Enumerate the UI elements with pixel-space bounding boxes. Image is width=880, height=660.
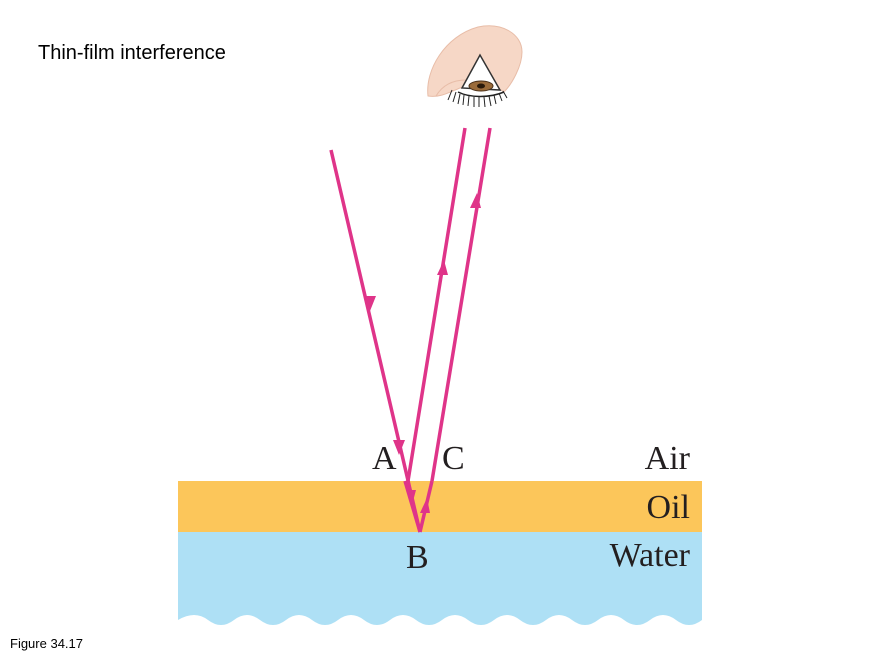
medium-label-water: Water — [610, 537, 691, 574]
water-layer — [178, 532, 702, 625]
figure-caption: Figure 34.17 — [10, 636, 83, 651]
incident-ray-arrow-lower — [393, 440, 405, 455]
reflected-ray-bottom-exit-arrow — [470, 193, 481, 208]
eye-icon — [427, 25, 523, 108]
reflected-ray-top-arrow — [437, 260, 448, 275]
page-title: Thin-film interference — [38, 42, 226, 64]
point-label-c: C — [442, 440, 465, 477]
oil-layer — [178, 481, 702, 532]
medium-label-oil: Oil — [647, 489, 690, 526]
refracted-ray-down — [403, 480, 422, 533]
incident-ray — [329, 149, 422, 533]
incident-ray-arrow — [364, 296, 376, 311]
medium-label-air: Air — [645, 440, 691, 477]
reflected-ray-bottom-exit — [430, 127, 492, 482]
refracted-ray-down-arrow — [406, 490, 416, 505]
point-label-a: A — [372, 440, 397, 477]
reflected-ray-top — [406, 127, 467, 482]
point-label-b: B — [406, 539, 429, 576]
reflected-ray-bottom-arrow — [420, 498, 430, 513]
